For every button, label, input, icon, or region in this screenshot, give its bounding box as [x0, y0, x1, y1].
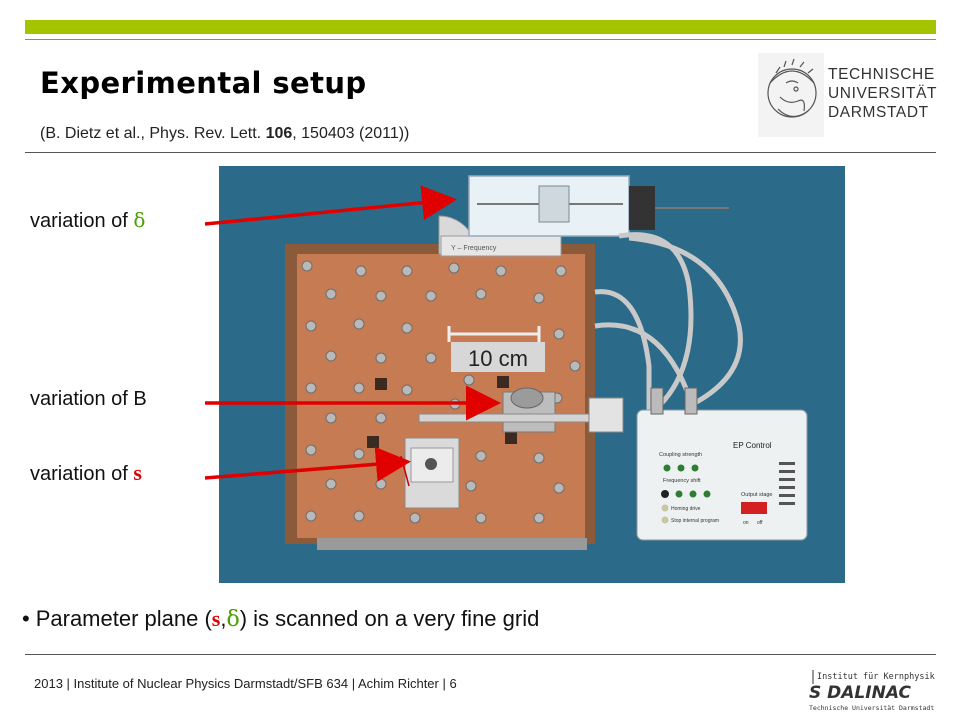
panel-homing-label: Homing drive	[671, 506, 701, 512]
tu-darmstadt-wordmark: TECHNISCHE UNIVERSITÄT DARMSTADT	[828, 65, 937, 122]
athena-head-icon	[758, 53, 824, 137]
logo-line-3: DARMSTADT	[828, 104, 929, 121]
panel-output-label: Output stage	[741, 492, 773, 498]
bullet-point: •Parameter plane (s,δ) is scanned on a v…	[22, 606, 539, 632]
title-divider	[25, 152, 936, 153]
panel-coupling-label: Coupling strength	[659, 452, 702, 458]
panel-frequency-label: Frequency shift	[663, 478, 701, 484]
tu-darmstadt-logo: TECHNISCHE UNIVERSITÄT DARMSTADT	[758, 53, 938, 137]
logo-sd-top: Institut für Kernphysik	[817, 672, 935, 682]
b-symbol: B	[133, 388, 147, 410]
logo-line-1: TECHNISCHE	[828, 66, 935, 83]
logo-line-2: UNIVERSITÄT	[828, 85, 938, 102]
label-prefix: variation of	[30, 388, 134, 410]
label-prefix: variation of	[30, 463, 134, 485]
output-switch	[741, 502, 767, 514]
bullet-delta-symbol: δ	[226, 607, 240, 632]
slide-title: Experimental setup	[40, 66, 367, 100]
bullet-text-post: ) is scanned on a very fine grid	[239, 606, 540, 631]
logo-sd-bottom: Technische Universität Darmstadt	[809, 704, 934, 712]
citation-volume: 106	[265, 125, 293, 142]
plate-label: Y – Frequency	[451, 245, 497, 252]
panel-off-label: off	[757, 520, 763, 526]
label-variation-s: variation of s	[30, 460, 142, 486]
bullet-text-pre: Parameter plane (	[35, 606, 212, 631]
footer-text: 2013 | Institute of Nuclear Physics Darm…	[34, 676, 457, 691]
delta-symbol: δ	[133, 208, 146, 232]
label-variation-b: variation of B	[30, 388, 147, 411]
header-accent-bar	[25, 20, 936, 34]
citation-prefix: (B. Dietz et al., Phys. Rev. Lett.	[40, 125, 266, 142]
citation: (B. Dietz et al., Phys. Rev. Lett. 106, …	[40, 125, 409, 143]
panel-knobs	[663, 464, 699, 472]
s-dalinac-logo: Institut für Kernphysik S DALINAC Techni…	[809, 670, 935, 712]
scale-bar-label: 10 cm	[468, 346, 528, 371]
bullet-comma: ,	[220, 606, 227, 631]
header-rule	[25, 39, 936, 40]
s-symbol: s	[133, 460, 142, 485]
panel-stop-label: Stop internal program	[671, 518, 719, 524]
footer-divider	[25, 654, 936, 655]
setup-photo: 10 cm Y – Frequency EP Control Coupling …	[219, 166, 845, 583]
panel-on-label: on	[743, 520, 749, 526]
logo-sd-main: S DALINAC	[809, 683, 911, 703]
bullet-dot: •	[22, 606, 30, 631]
panel-title: EP Control	[733, 441, 772, 450]
label-variation-delta: variation of δ	[30, 208, 145, 233]
screw-grid	[301, 260, 581, 524]
bullet-s-symbol: s	[211, 606, 221, 631]
label-prefix: variation of	[30, 210, 134, 232]
citation-suffix: , 150403 (2011))	[292, 125, 410, 142]
